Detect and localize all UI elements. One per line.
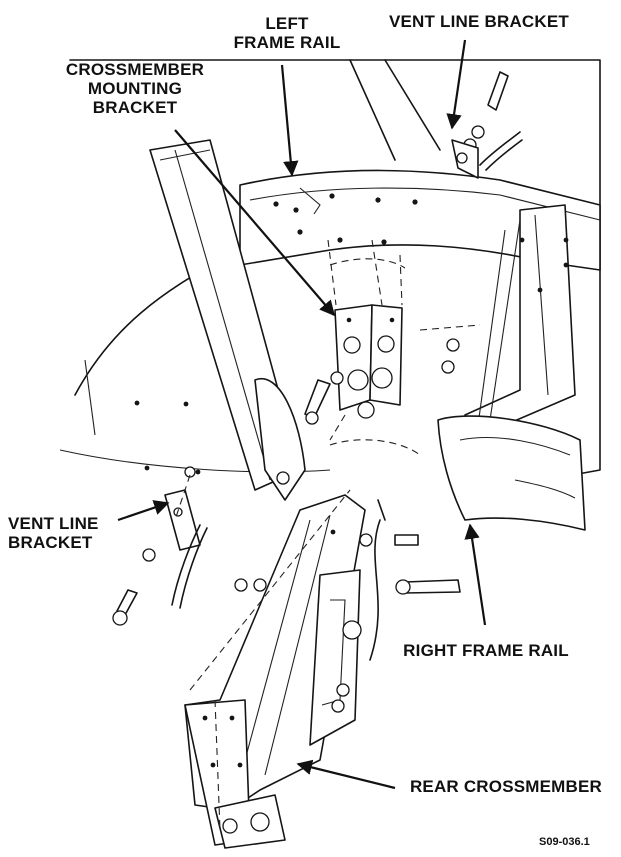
label-left-frame-rail-line2: FRAME RAIL (233, 33, 341, 52)
callout-arrows (117, 39, 487, 790)
label-vent-line-bracket-left-line1: VENT LINE (8, 514, 99, 533)
arrow-left-frame-rail (280, 64, 299, 177)
figure-code: S09-036.1 (539, 836, 590, 848)
label-vent-line-bracket-top-text: VENT LINE BRACKET (388, 12, 570, 31)
right-frame-rail-shape (437, 204, 586, 531)
left-side-strut (134, 139, 306, 501)
left-frame-rail-shape (239, 169, 601, 271)
label-crossmember-line3: BRACKET (92, 98, 178, 117)
vent-line-bracket-left-shape (112, 466, 208, 626)
arrow-vent-line-bracket-left (117, 500, 170, 522)
arrow-crossmember-mounting-bracket (174, 129, 336, 317)
arrow-right-frame-rail (464, 523, 487, 626)
crossmember-fasteners (234, 499, 461, 713)
label-vent-line-bracket-left-line2: BRACKET (8, 533, 93, 552)
label-crossmember-line2: MOUNTING (87, 79, 183, 98)
label-rear-crossmember-text: REAR CROSSMEMBER (409, 777, 603, 796)
label-crossmember-line1: CROSSMEMBER (65, 60, 205, 79)
label-left-frame-rail: LEFT FRAME RAIL (232, 14, 342, 52)
arrow-vent-line-bracket-top (446, 39, 467, 130)
label-crossmember-mounting-bracket: CROSSMEMBER MOUNTING BRACKET (50, 60, 220, 117)
vent-line-bracket-top-shape (451, 71, 523, 179)
label-left-frame-rail-line1: LEFT (265, 14, 309, 33)
crossmember-mounting-bracket-shape (327, 239, 421, 456)
label-right-frame-rail-text: RIGHT FRAME RAIL (403, 641, 569, 660)
bracket-bolts (304, 324, 481, 425)
arrow-rear-crossmember (296, 759, 396, 790)
label-vent-line-bracket-top: VENT LINE BRACKET (374, 12, 584, 31)
label-rear-crossmember: REAR CROSSMEMBER (394, 777, 618, 796)
label-vent-line-bracket-left: VENT LINE BRACKET (8, 514, 128, 552)
rear-crossmember-shape (184, 489, 366, 849)
label-right-frame-rail: RIGHT FRAME RAIL (388, 641, 584, 660)
